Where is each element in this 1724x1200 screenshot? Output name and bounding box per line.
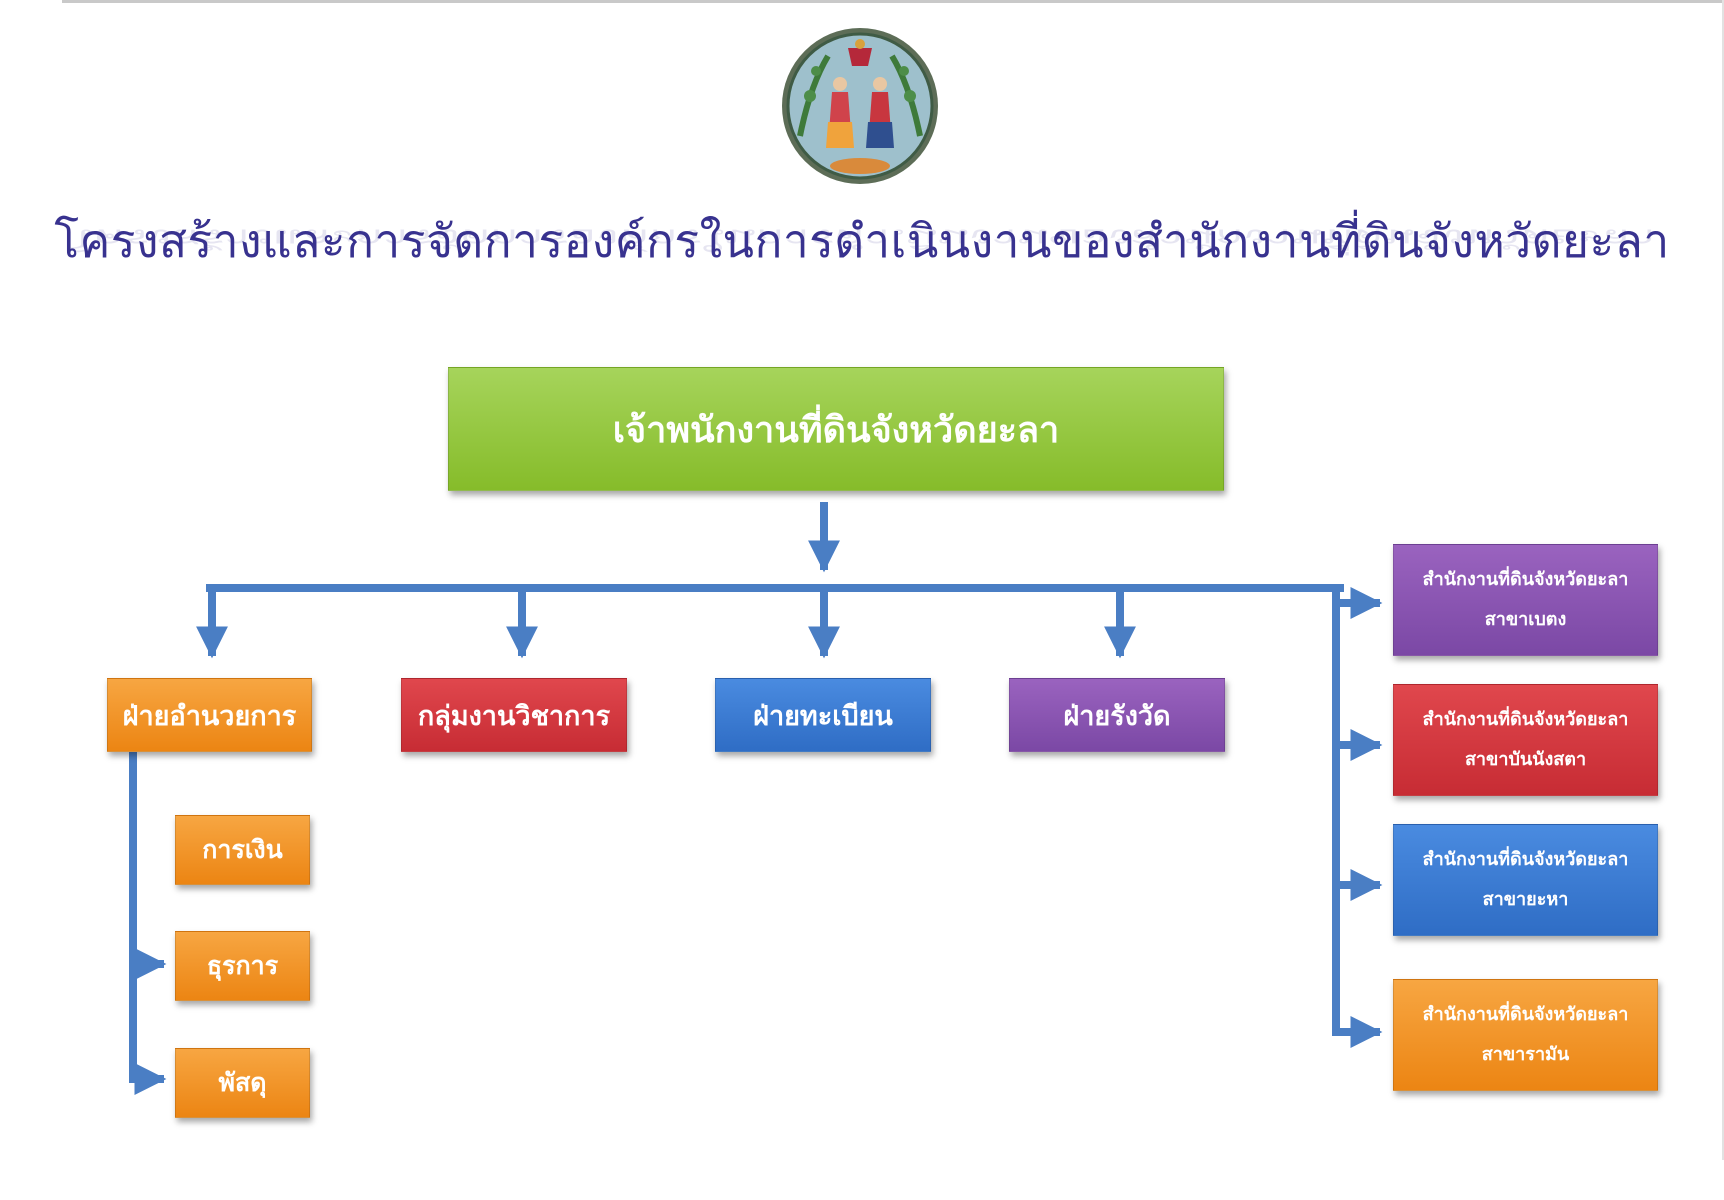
section-label: ธุรการ <box>206 951 279 980</box>
branch-box-yaha: สำนักงานที่ดินจังหวัดยะลา สาขายะหา <box>1393 824 1658 936</box>
division-box-administration: ฝ่ายอำนวยการ <box>107 678 312 752</box>
section-label: การเงิน <box>202 835 283 864</box>
division-label: ฝ่ายอำนวยการ <box>122 700 297 732</box>
division-label: ฝ่ายทะเบียน <box>753 700 893 732</box>
division-box-academic: กลุ่มงานวิชาการ <box>401 678 627 752</box>
branch-box-betong: สำนักงานที่ดินจังหวัดยะลา สาขาเบตง <box>1393 544 1658 656</box>
head-box-land-officer: เจ้าพนักงานที่ดินจังหวัดยะลา <box>448 367 1224 491</box>
right-border-line <box>1722 0 1724 1160</box>
branch-office-name: สำนักงานที่ดินจังหวัดยะลา <box>1422 569 1629 590</box>
division-box-survey: ฝ่ายรังวัด <box>1009 678 1225 752</box>
branch-box-raman: สำนักงานที่ดินจังหวัดยะลา สาขารามัน <box>1393 979 1658 1091</box>
section-box-general-affairs: ธุรการ <box>175 931 310 1001</box>
branch-office-name: สำนักงานที่ดินจังหวัดยะลา <box>1422 1004 1629 1025</box>
branch-office-name: สำนักงานที่ดินจังหวัดยะลา <box>1422 709 1629 730</box>
branch-name: สาขาบันนังสตา <box>1464 749 1587 770</box>
division-label: กลุ่มงานวิชาการ <box>417 700 611 732</box>
head-box-label: เจ้าพนักงานที่ดินจังหวัดยะลา <box>612 409 1060 451</box>
section-box-supplies: พัสดุ <box>175 1048 310 1118</box>
section-label: พัสดุ <box>218 1068 267 1097</box>
section-box-finance: การเงิน <box>175 815 310 885</box>
page-title: โครงสร้างและการจัดการองค์กรในการดำเนินงา… <box>54 214 1670 268</box>
branch-name: สาขาเบตง <box>1484 609 1567 630</box>
provincial-seal-emblem <box>782 28 938 184</box>
branch-name: สาขารามัน <box>1481 1044 1570 1065</box>
top-border-line <box>62 0 1724 3</box>
branch-name: สาขายะหา <box>1482 889 1569 910</box>
division-label: ฝ่ายรังวัด <box>1063 700 1171 732</box>
division-box-registration: ฝ่ายทะเบียน <box>715 678 931 752</box>
branch-office-name: สำนักงานที่ดินจังหวัดยะลา <box>1422 849 1629 870</box>
branch-box-bannang-sata: สำนักงานที่ดินจังหวัดยะลา สาขาบันนังสตา <box>1393 684 1658 796</box>
